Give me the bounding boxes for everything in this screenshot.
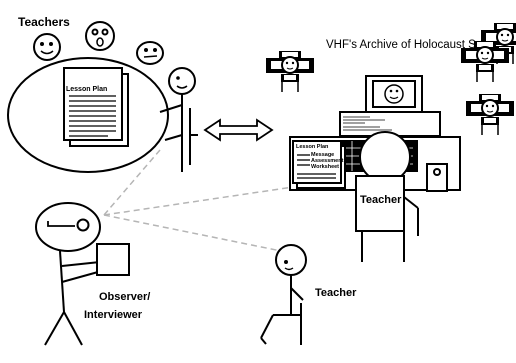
- desk-doc-assessment: Assessment: [311, 158, 344, 164]
- teachers-group: [7, 21, 198, 173]
- desk-teacher-figure: [355, 131, 448, 262]
- smiley-face-icon: [384, 84, 404, 104]
- seated-table-teacher: [159, 67, 198, 172]
- observer-label-line1: Observer/: [99, 291, 150, 303]
- teachers-label: Teachers: [18, 15, 70, 29]
- observer-label-line2: Interviewer: [84, 309, 143, 321]
- observer-clipboard: [96, 243, 130, 276]
- talking-head-icon: [465, 93, 515, 136]
- computer-monitor-icon: [365, 75, 423, 113]
- lesson-plan-title: Lesson Plan: [66, 86, 107, 93]
- seated-teacher-figure: [260, 244, 307, 345]
- teacher-head-3: [136, 41, 164, 65]
- double-arrow-icon: [203, 118, 274, 142]
- desk-doc-worksheet: Worksheet: [311, 164, 339, 170]
- dashed-line-to-seated-teacher: [103, 214, 287, 253]
- desk-lesson-plan-title: Lesson Plan: [296, 144, 329, 150]
- computer-mouse: [426, 163, 448, 192]
- observer-figure: [35, 202, 130, 346]
- seated-teacher-label: Teacher: [315, 287, 357, 299]
- dashed-line-to-teachers: [103, 149, 161, 216]
- desk-teacher-label: Teacher: [360, 194, 402, 206]
- archive-title: VHF's Archive of Holocaust Sc: [326, 39, 482, 51]
- talking-head-icon: [265, 50, 315, 93]
- desk-doc-message: Message: [311, 152, 334, 158]
- teacher-head-1: [33, 33, 61, 61]
- lesson-plan-document: [63, 67, 129, 147]
- desk-lesson-plan-document: [292, 140, 346, 189]
- teacher-head-2: [85, 21, 115, 51]
